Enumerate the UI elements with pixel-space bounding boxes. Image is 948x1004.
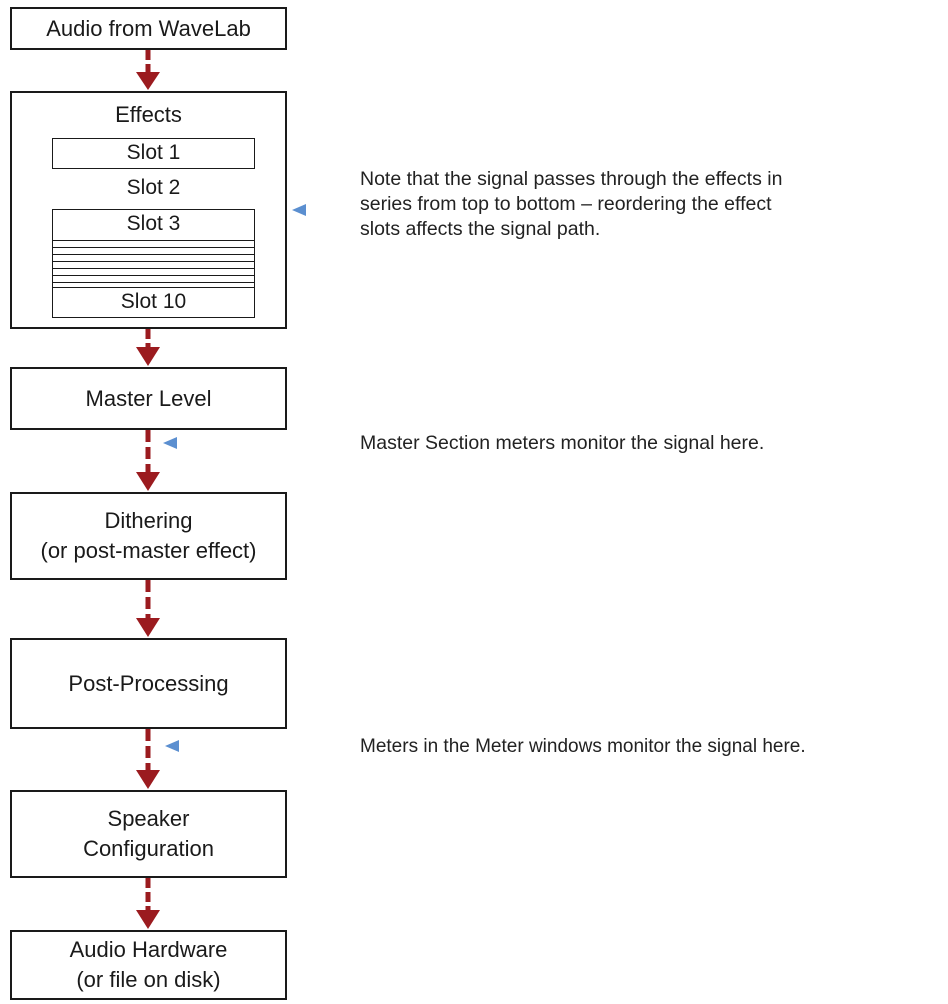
stacked-slot-divider: [53, 240, 254, 241]
arrow-dithering-to-post-processing: [136, 580, 160, 637]
effect-slot-10-label: Slot 10: [120, 290, 187, 313]
audio-hardware-box: Audio Hardware (or file on disk): [10, 930, 287, 1000]
dithering-label: Dithering: [104, 508, 193, 533]
master-meters-note-text: Master Section meters monitor the signal…: [360, 432, 765, 454]
effect-slot-3-label: Slot 3: [126, 212, 181, 235]
master-level-label: Master Level: [85, 385, 212, 411]
arrow-effects-to-master-level: [136, 329, 160, 366]
effect-slot-2-label: Slot 2: [126, 176, 181, 199]
audio-source-box: Audio from WaveLab: [10, 7, 287, 50]
stacked-slot-divider: [53, 268, 254, 269]
dithering-box: Dithering (or post-master effect): [10, 492, 287, 580]
master-level-box: Master Level: [10, 367, 287, 430]
pointer-arrow-effects: [292, 204, 350, 216]
effects-order-note-line: slots affects the signal path.: [360, 218, 601, 240]
speaker-label: Speaker: [107, 806, 190, 831]
effect-slot-stack: Slot 3 Slot 10: [52, 209, 255, 318]
stacked-slot-divider: [53, 287, 254, 288]
effect-slot-2: Slot 2: [52, 174, 255, 202]
arrow-post-processing-to-speaker: [136, 729, 160, 789]
meter-windows-note-text: Meters in the Meter windows monitor the …: [360, 736, 806, 757]
effects-order-note: Note that the signal passes through the …: [360, 167, 782, 242]
post-processing-label: Post-Processing: [68, 670, 229, 696]
audio-source-label: Audio from WaveLab: [46, 15, 251, 41]
effect-slot-1-label: Slot 1: [126, 141, 181, 164]
pointer-arrow-meter-windows: [165, 740, 350, 752]
post-processing-box: Post-Processing: [10, 638, 287, 729]
stacked-slot-divider: [53, 282, 254, 283]
effects-order-note-line: Note that the signal passes through the …: [360, 168, 783, 190]
effects-order-note-line: series from top to bottom – reordering t…: [360, 193, 772, 215]
audio-hardware-label: Audio Hardware: [69, 937, 228, 962]
meter-windows-note: Meters in the Meter windows monitor the …: [360, 734, 806, 759]
stacked-slot-divider: [53, 247, 254, 248]
arrow-master-level-to-dithering: [136, 430, 160, 491]
stacked-slot-divider: [53, 275, 254, 276]
effect-slot-1: Slot 1: [52, 138, 255, 169]
dithering-sublabel: (or post-master effect): [40, 538, 257, 563]
effects-title: Effects: [115, 102, 182, 127]
speaker-configuration-box: Speaker Configuration: [10, 790, 287, 878]
audio-hardware-sublabel: (or file on disk): [76, 967, 221, 992]
configuration-label: Configuration: [83, 836, 214, 861]
stacked-slot-divider: [53, 254, 254, 255]
stacked-slot-divider: [53, 261, 254, 262]
effects-box: Effects: [10, 91, 287, 329]
pointer-arrow-master-meters: [163, 437, 350, 449]
arrow-source-to-effects: [136, 50, 160, 90]
arrow-speaker-to-audio-hardware: [136, 878, 160, 929]
master-meters-note: Master Section meters monitor the signal…: [360, 431, 764, 456]
